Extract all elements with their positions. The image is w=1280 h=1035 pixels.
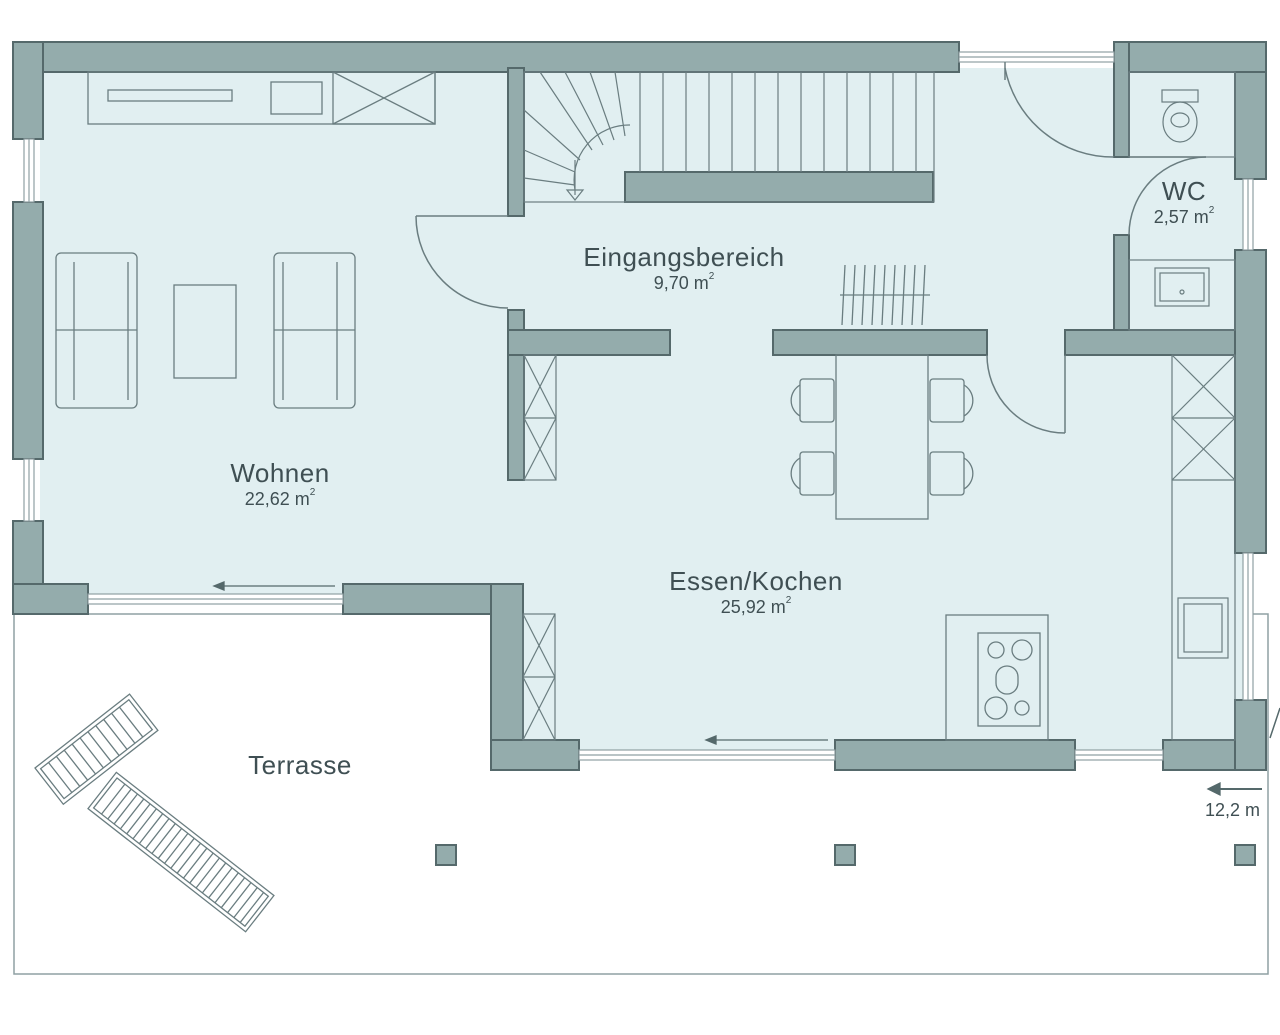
area-superscript: 2 — [1208, 205, 1215, 216]
room-area: 25,92 m2 — [646, 595, 866, 618]
cabinets — [522, 354, 1236, 741]
staircase — [523, 71, 935, 203]
room-area: 2,57 m2 — [1136, 205, 1232, 228]
dimension-label: 12,2 m — [1205, 800, 1261, 820]
room-name: WC — [1161, 176, 1207, 206]
room-name: Terrasse — [248, 750, 352, 780]
room-name: Wohnen — [230, 458, 330, 488]
room-area-value: 22,62 m — [244, 489, 310, 509]
windows — [23, 51, 1254, 761]
sun-loungers — [34, 693, 275, 933]
room-area: 9,70 m2 — [552, 271, 816, 294]
room-label-terrasse: Terrasse — [220, 750, 380, 781]
terrace-posts — [435, 844, 1256, 866]
room-area: 22,62 m2 — [190, 487, 370, 510]
room-label-wohnen: Wohnen 22,62 m2 — [190, 458, 370, 510]
dining-kitchen — [790, 264, 1049, 741]
wc-fixtures — [1128, 71, 1236, 331]
room-name: Eingangsbereich — [583, 242, 785, 272]
room-label-eingangsbereich: Eingangsbereich 9,70 m2 — [552, 242, 816, 294]
living-furniture — [55, 71, 436, 409]
area-superscript: 2 — [708, 271, 715, 282]
room-area-value: 25,92 m — [720, 597, 786, 617]
area-superscript: 2 — [309, 487, 316, 498]
sliding-arrows — [212, 581, 1280, 797]
room-name: Essen/Kochen — [669, 566, 843, 596]
room-area-value: 2,57 m — [1153, 207, 1209, 227]
area-superscript: 2 — [785, 595, 792, 606]
room-label-wc: WC 2,57 m2 — [1136, 176, 1232, 228]
room-label-essen-kochen: Essen/Kochen 25,92 m2 — [646, 566, 866, 618]
room-area-value: 9,70 m — [653, 273, 709, 293]
